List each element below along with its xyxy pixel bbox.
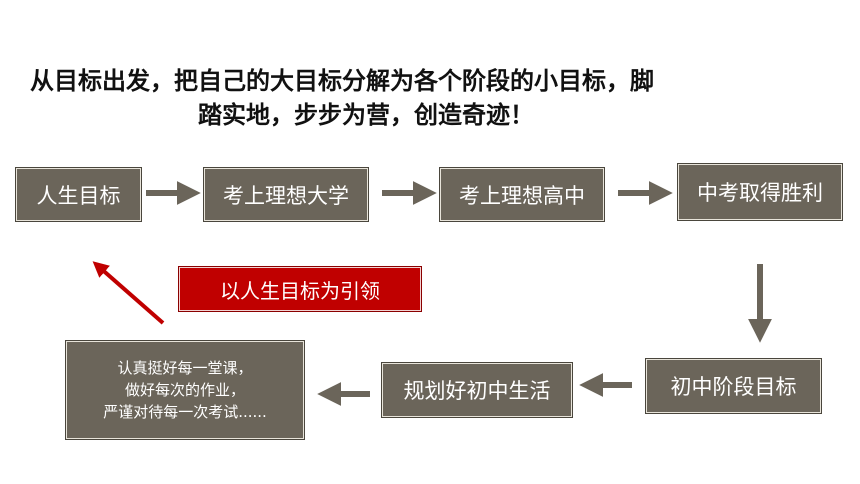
detail-line: 认真挺好每一堂课，	[117, 359, 253, 377]
node-middle-school-goal: 初中阶段目标	[645, 358, 822, 414]
detail-line: 严谨对待每一次考试......	[103, 403, 267, 421]
node-plan-middle-school-life: 规划好初中生活	[381, 362, 573, 418]
node-win-entrance-exam: 中考取得胜利	[677, 163, 843, 221]
node-life-goal: 人生目标	[15, 167, 142, 222]
node-daily-actions: 认真挺好每一堂课， 做好每次的作业， 严谨对待每一次考试......	[65, 340, 305, 440]
guide-label: 以人生目标为引领	[178, 266, 422, 312]
guide-arrow	[92, 261, 165, 325]
detail-line: 做好每次的作业，	[124, 381, 245, 399]
node-dream-high-school: 考上理想高中	[439, 167, 605, 222]
title-line-1: 从目标出发，把自己的大目标分解为各个阶段的小目标，脚	[30, 67, 654, 95]
node-dream-university: 考上理想大学	[203, 167, 369, 222]
title-line-2: 踏实地，步步为营，创造奇迹！	[198, 101, 534, 129]
slide-title: 从目标出发，把自己的大目标分解为各个阶段的小目标，脚 踏实地，步步为营，创造奇迹…	[0, 64, 860, 132]
